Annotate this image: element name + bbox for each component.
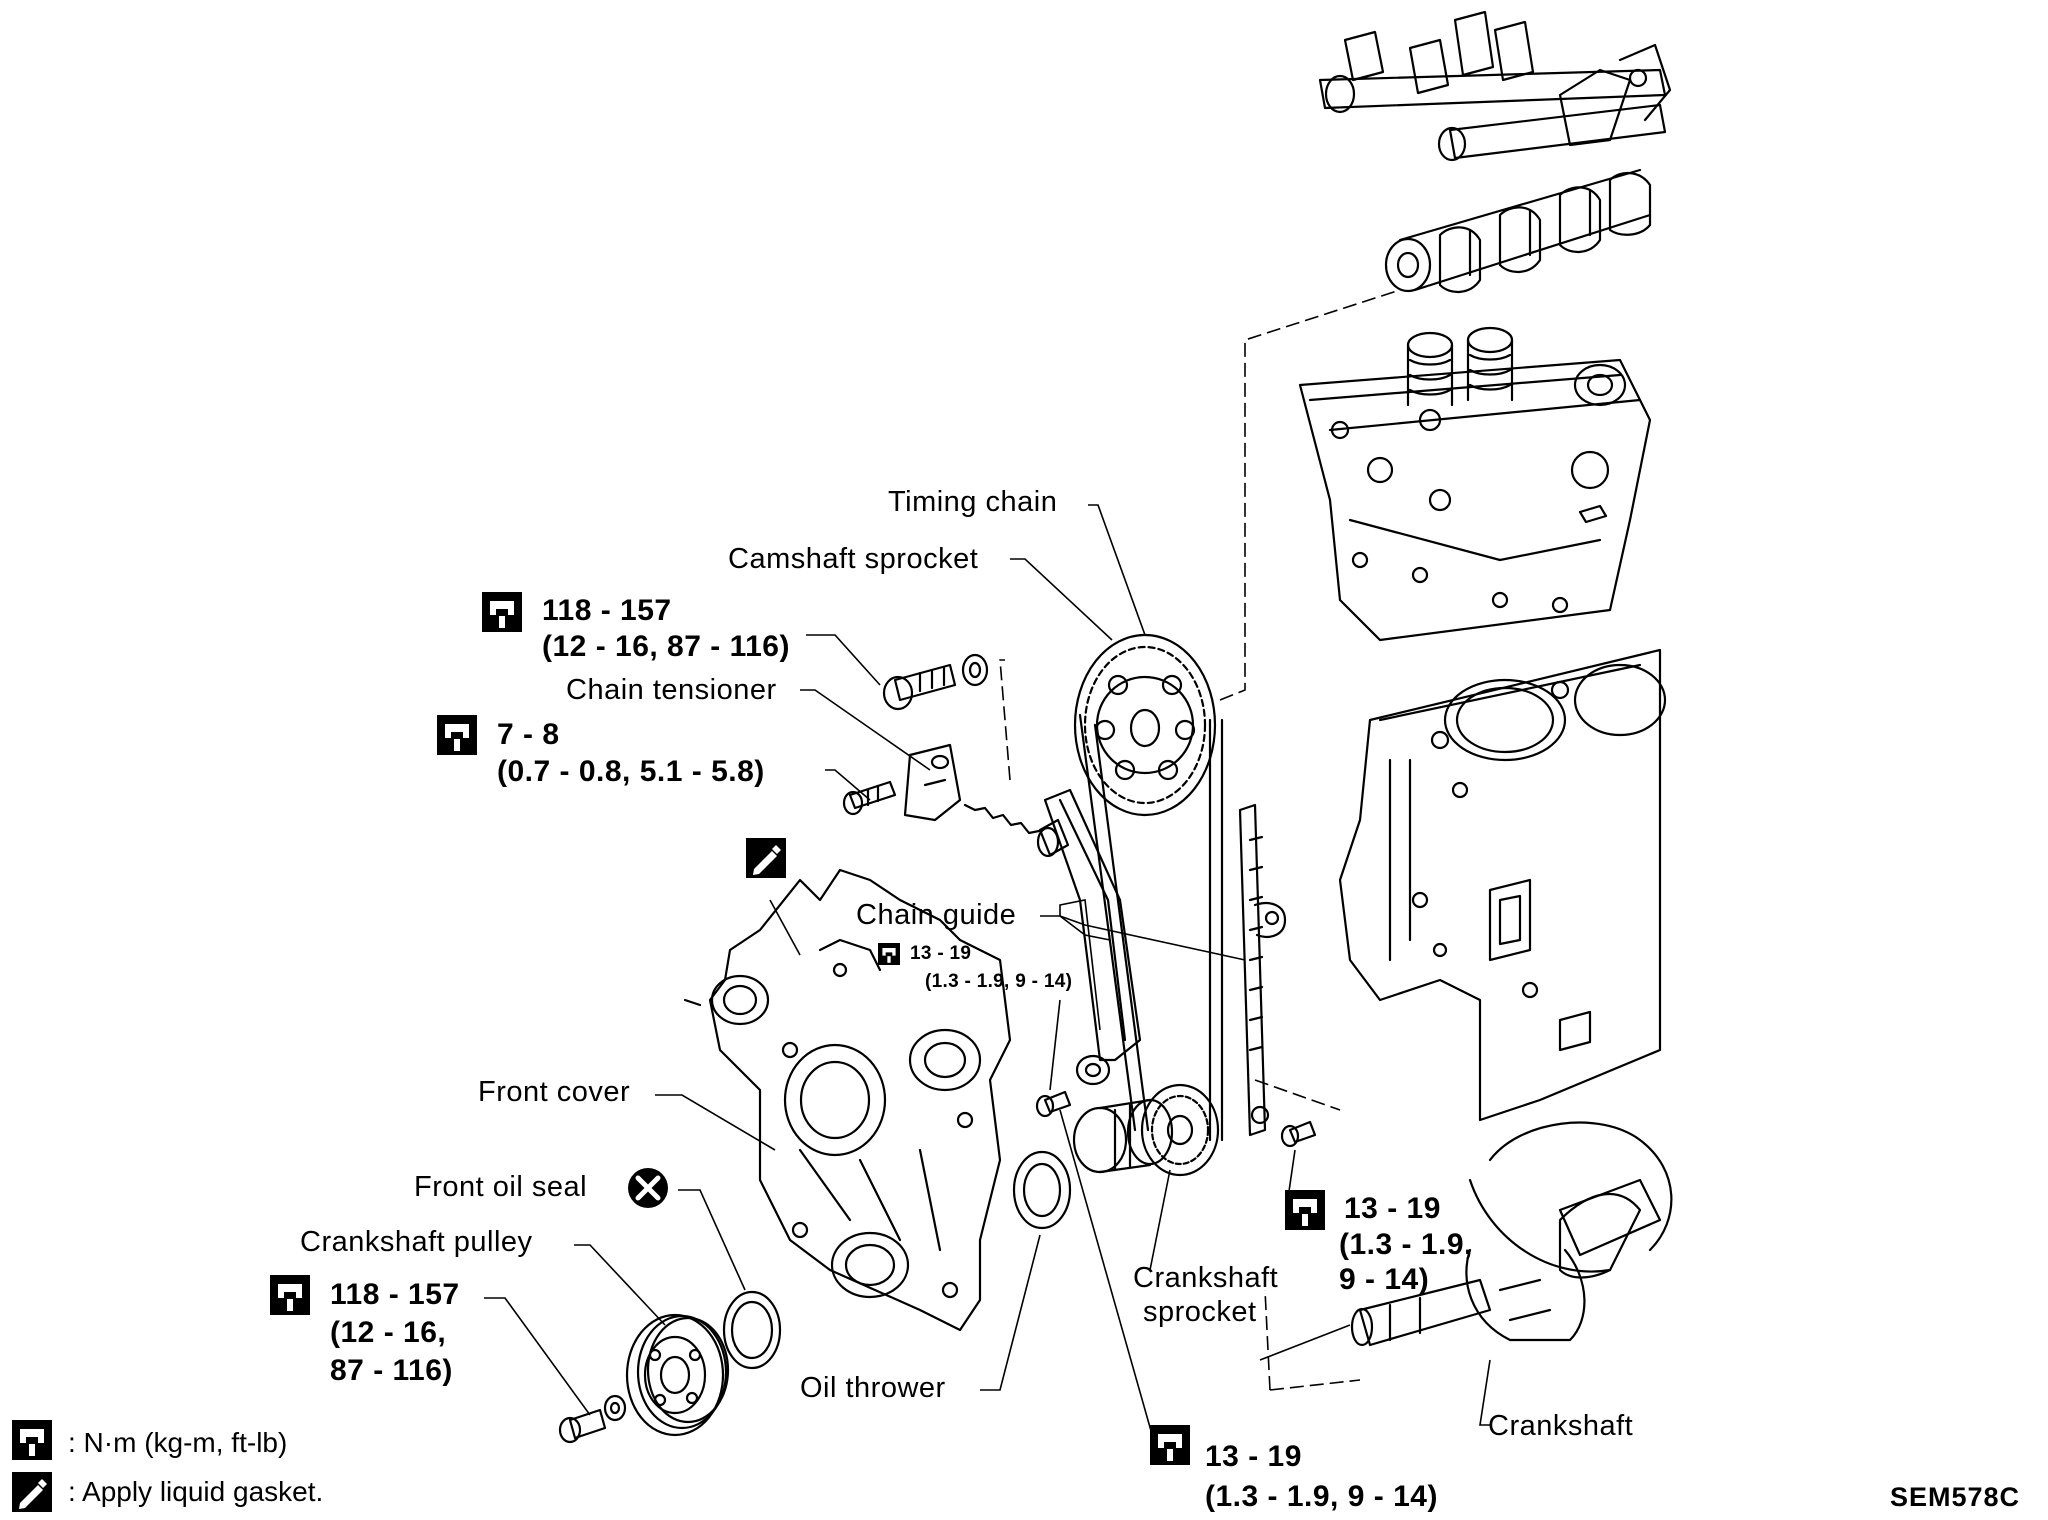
pulley-bolt-torque-nm: 118 - 157: [330, 1278, 460, 1311]
chain-guide-torque-nm: 13 - 19: [910, 943, 972, 964]
crank-spacer: [1072, 1098, 1174, 1174]
pulley-bolt: [558, 1394, 627, 1444]
timing-chain-assembly: [1073, 633, 1224, 1177]
chain-tensioner-label: Chain tensioner: [566, 674, 777, 706]
crankshaft-label: Crankshaft: [1488, 1410, 1634, 1442]
crankshaft-part: [1350, 1121, 1673, 1347]
chain-guide-label: Chain guide: [856, 899, 1017, 931]
tensioner-bolt-torque-nm: 7 - 8: [497, 718, 560, 751]
camshaft-bolt: [882, 653, 989, 711]
left-chain-guide: [1043, 788, 1142, 1086]
torque-wrench-icon: [1150, 1425, 1190, 1465]
legend-gasket-text: : Apply liquid gasket.: [68, 1476, 324, 1507]
oil-thrower-label: Oil thrower: [800, 1372, 946, 1404]
chain-tensioner-part: [903, 743, 1070, 858]
do-not-reuse-icon: [628, 1168, 668, 1208]
right-guide-torque-alt2: 9 - 14): [1339, 1263, 1430, 1296]
figure-code: SEM578C: [1890, 1482, 2021, 1512]
torque-wrench-icon: [482, 592, 522, 632]
front-oil-seal-label: Front oil seal: [414, 1171, 588, 1203]
crankshaft-pulley-part: [625, 1313, 730, 1437]
timing-chain-label: Timing chain: [888, 486, 1058, 518]
guide-bolts: [1035, 1090, 1317, 1148]
right-guide-torque-alt1: (1.3 - 1.9,: [1339, 1228, 1473, 1261]
oil-thrower-part: [1012, 1150, 1072, 1230]
torque-wrench-icon: [12, 1420, 52, 1460]
camshaft: [1384, 168, 1652, 293]
camshaft-bolt-torque-alt: (12 - 16, 87 - 116): [542, 630, 790, 663]
right-chain-guide: [1238, 803, 1287, 1137]
cylinder-head: [1298, 326, 1652, 642]
torque-wrench-icon: [878, 943, 900, 965]
front-oil-seal-part: [722, 1290, 782, 1370]
cylinder-block: [1338, 648, 1667, 1122]
camshaft-bolt-torque-nm: 118 - 157: [542, 594, 672, 627]
chain-guide-torque-alt: (1.3 - 1.9, 9 - 14): [925, 971, 1073, 992]
pulley-bolt-torque-alt1: (12 - 16,: [330, 1316, 447, 1349]
torque-wrench-icon: [270, 1275, 310, 1315]
front-cover-label: Front cover: [478, 1076, 631, 1108]
legend-torque-text: : N·m (kg-m, ft-lb): [68, 1427, 288, 1458]
right-guide-torque-nm: 13 - 19: [1344, 1192, 1441, 1225]
torque-wrench-icon: [1285, 1190, 1325, 1230]
rocker-shaft-assembly: [1318, 10, 1672, 162]
bottom-bolt-torque-alt: (1.3 - 1.9, 9 - 14): [1205, 1480, 1438, 1513]
tensioner-bolt-torque-alt: (0.7 - 0.8, 5.1 - 5.8): [497, 755, 765, 788]
liquid-gasket-icon: [12, 1472, 52, 1512]
bottom-bolt-torque-nm: 13 - 19: [1205, 1440, 1302, 1473]
crankshaft-sprocket-label-2: sprocket: [1143, 1296, 1257, 1328]
crankshaft-sprocket-label-1: Crankshaft: [1133, 1262, 1279, 1294]
torque-wrench-icon: [437, 715, 477, 755]
tensioner-bolt: [842, 780, 897, 816]
liquid-gasket-icon: [746, 838, 786, 878]
camshaft-sprocket-label: Camshaft sprocket: [728, 543, 979, 575]
front-cover-part: [683, 868, 1012, 1332]
pulley-bolt-torque-alt2: 87 - 116): [330, 1354, 453, 1387]
crankshaft-pulley-label: Crankshaft pulley: [300, 1226, 533, 1258]
